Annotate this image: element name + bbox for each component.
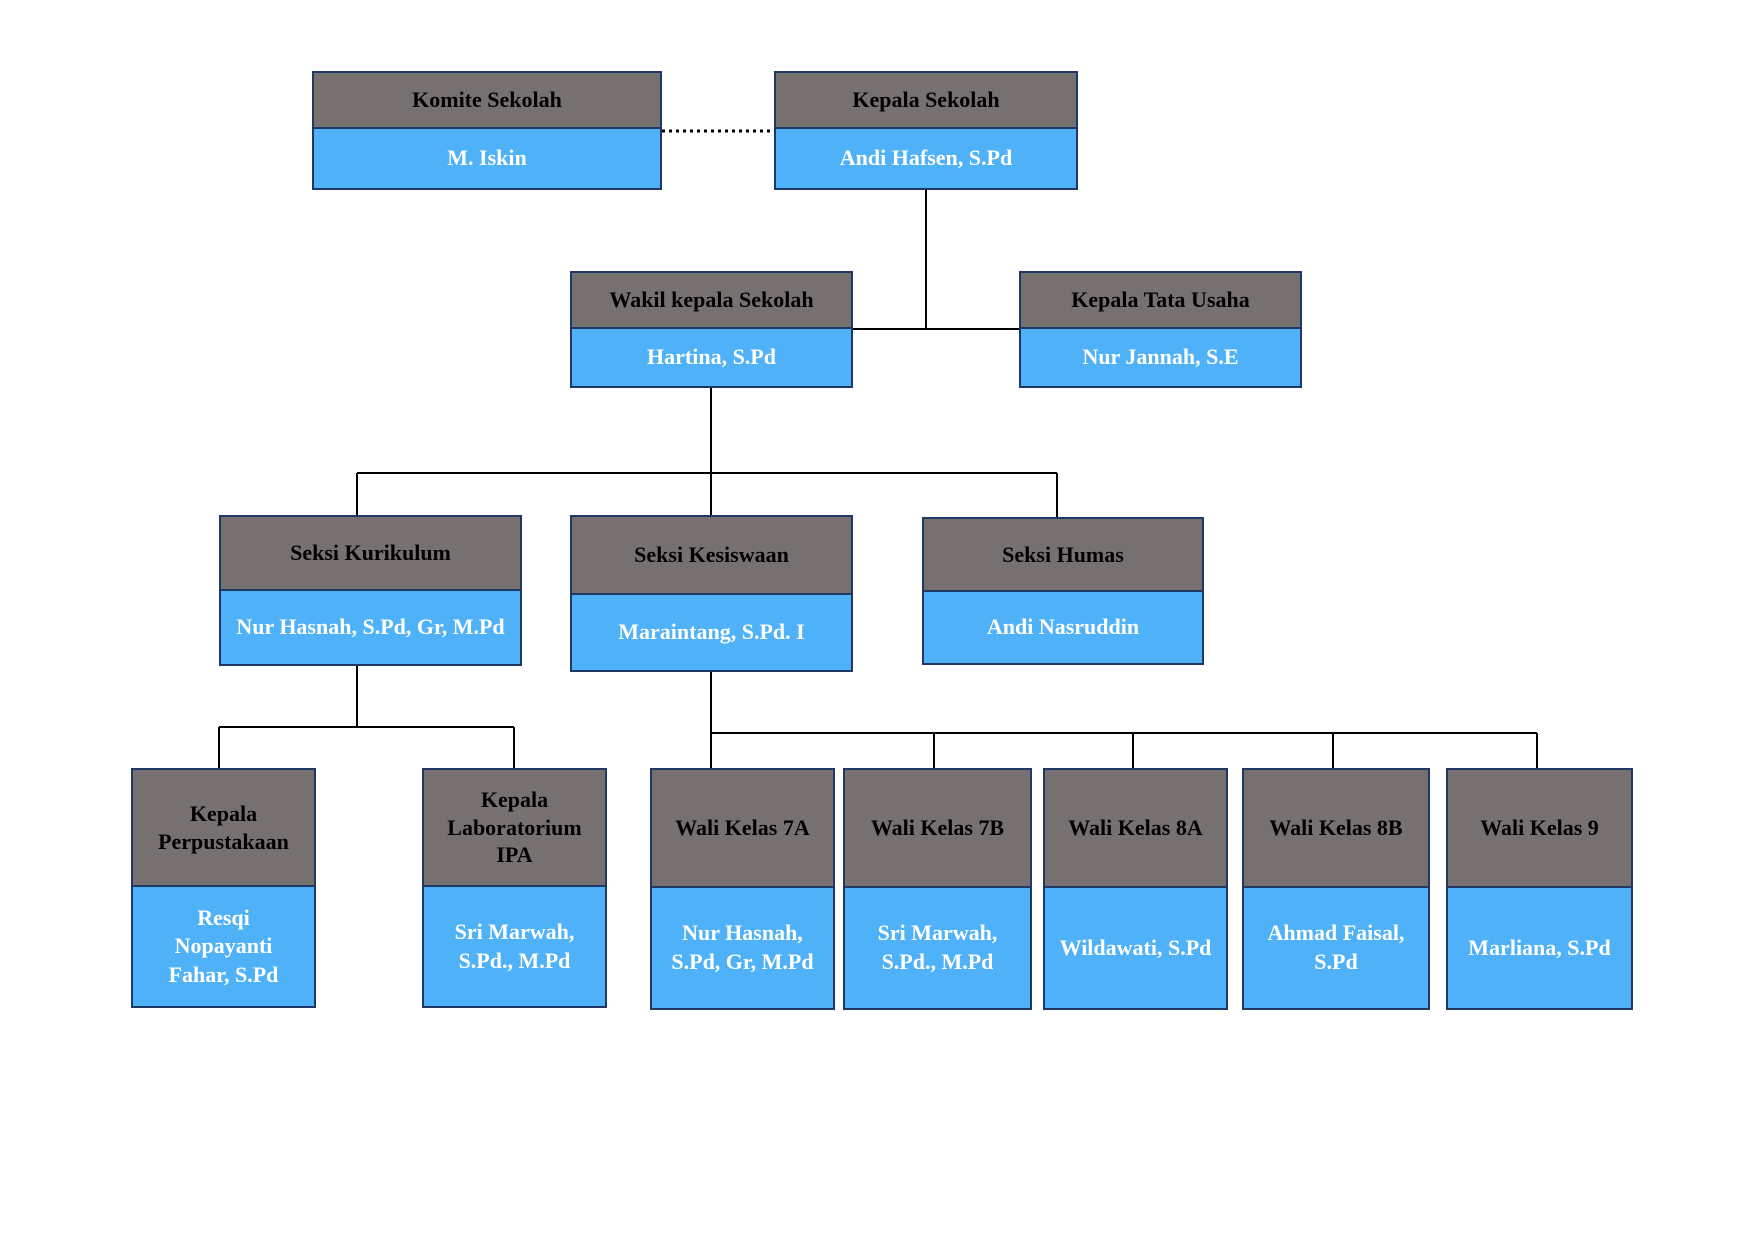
connector-row3-branch xyxy=(356,472,1058,517)
org-box-person: Hartina, S.Pd xyxy=(647,344,776,370)
org-box-kepala-tata-usaha: Kepala Tata Usaha Nur Jannah, S.E xyxy=(1019,271,1302,388)
org-box-kepala-perpustakaan: Kepala Perpustakaan Resqi Nopayanti Faha… xyxy=(131,768,316,1008)
org-box-title: Wakil kepala Sekolah xyxy=(572,273,851,329)
org-box-wali-kelas-8a: Wali Kelas 8A Wildawati, S.Pd xyxy=(1043,768,1228,1010)
org-box-person: Sri Marwah, S.Pd., M.Pd xyxy=(454,918,575,973)
connector-kesiswaan-branch xyxy=(710,672,1538,768)
org-box-title: Seksi Kesiswaan xyxy=(572,517,851,595)
org-box-title: Wali Kelas 8A xyxy=(1045,770,1226,888)
org-box-title: Kepala Perpustakaan xyxy=(133,770,314,887)
org-box-wali-kelas-7a: Wali Kelas 7A Nur Hasnah, S.Pd, Gr, M.Pd xyxy=(650,768,835,1010)
org-box-person: Maraintang, S.Pd. I xyxy=(618,619,805,645)
org-box-person: Sri Marwah, S.Pd., M.Pd xyxy=(877,920,998,974)
org-box-kepala-sekolah: Kepala Sekolah Andi Hafsen, S.Pd xyxy=(774,71,1078,190)
org-box-person: Andi Hafsen, S.Pd xyxy=(839,145,1013,171)
org-box-person: Andi Nasruddin xyxy=(986,614,1140,640)
org-box-title: Kepala Tata Usaha xyxy=(1021,273,1300,329)
org-box-title: Seksi Humas xyxy=(924,519,1202,592)
connector-kurikulum-branch xyxy=(218,666,515,768)
org-box-title: Wali Kelas 8B xyxy=(1244,770,1428,888)
org-box-seksi-humas: Seksi Humas Andi Nasruddin xyxy=(922,517,1204,665)
org-box-wali-kelas-9: Wali Kelas 9 Marliana, S.Pd xyxy=(1446,768,1633,1010)
org-box-title: Wali Kelas 7A xyxy=(652,770,833,888)
org-box-title: Kepala Laboratorium IPA xyxy=(424,770,605,887)
org-box-title: Seksi Kurikulum xyxy=(221,517,520,591)
org-box-title: Wali Kelas 9 xyxy=(1448,770,1631,888)
org-box-wali-kelas-8b: Wali Kelas 8B Ahmad Faisal, S.Pd xyxy=(1242,768,1430,1010)
org-box-person: Nur Hasnah, S.Pd, Gr, M.Pd xyxy=(671,920,814,974)
org-box-person: M. Iskin xyxy=(447,145,527,171)
org-box-komite-sekolah: Komite Sekolah M. Iskin xyxy=(312,71,662,190)
org-box-person: Nur Hasnah, S.Pd, Gr, M.Pd xyxy=(236,614,505,640)
org-box-title: Kepala Sekolah xyxy=(776,73,1076,129)
org-box-title: Wali Kelas 7B xyxy=(845,770,1030,888)
org-box-seksi-kurikulum: Seksi Kurikulum Nur Hasnah, S.Pd, Gr, M.… xyxy=(219,515,522,666)
org-box-person: Marliana, S.Pd xyxy=(1468,934,1611,960)
org-box-wali-kelas-7b: Wali Kelas 7B Sri Marwah, S.Pd., M.Pd xyxy=(843,768,1032,1010)
connector-kepsek-row2 xyxy=(853,190,1019,330)
org-box-person: Nur Jannah, S.E xyxy=(1082,344,1239,370)
org-box-person: Ahmad Faisal, S.Pd xyxy=(1267,920,1405,974)
org-box-seksi-kesiswaan: Seksi Kesiswaan Maraintang, S.Pd. I xyxy=(570,515,853,672)
org-box-person: Resqi Nopayanti Fahar, S.Pd xyxy=(168,904,279,987)
org-box-person: Wildawati, S.Pd xyxy=(1059,934,1212,960)
org-box-title: Komite Sekolah xyxy=(314,73,660,129)
org-box-wakil-kepala-sekolah: Wakil kepala Sekolah Hartina, S.Pd xyxy=(570,271,853,388)
org-box-kepala-laboratorium-ipa: Kepala Laboratorium IPA Sri Marwah, S.Pd… xyxy=(422,768,607,1008)
